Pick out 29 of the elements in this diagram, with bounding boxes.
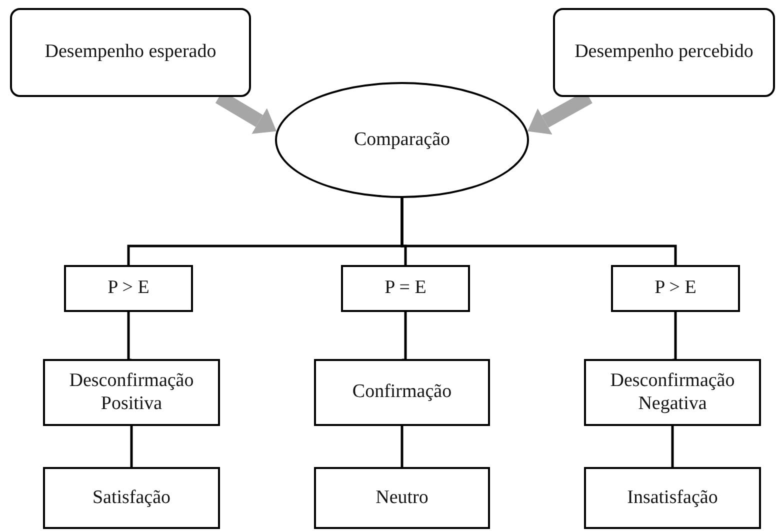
- node-label: Desconfirmação Positiva: [68, 370, 195, 416]
- process-box: [341, 265, 470, 312]
- node-label: Satisfação: [91, 486, 172, 510]
- connector-line: [127, 312, 133, 362]
- ellipse-node: [275, 82, 529, 198]
- node-label: Desempenho esperado: [44, 41, 218, 64]
- connector-line: [671, 426, 674, 467]
- process-box: [64, 265, 193, 312]
- node-label: P = E: [384, 277, 428, 300]
- process-box: [43, 467, 220, 529]
- node-label: Comparação: [352, 128, 451, 152]
- rounded-box: [10, 8, 251, 97]
- process-box: [584, 359, 761, 426]
- process-box: [43, 359, 220, 426]
- connector-line: [400, 198, 677, 265]
- connector-line: [400, 426, 404, 467]
- node-label: Insatisfação: [626, 486, 719, 510]
- node-label: Desempenho percebido: [574, 41, 754, 64]
- connector-line: [130, 426, 133, 467]
- node-label: Desconfirmação Negativa: [609, 370, 736, 416]
- rounded-box: [553, 8, 775, 97]
- node-label: Neutro: [374, 486, 430, 510]
- process-box: [314, 359, 490, 426]
- node-label: P > E: [654, 277, 698, 300]
- node-label: Confirmação: [351, 381, 453, 404]
- process-box: [611, 265, 740, 312]
- process-box: [314, 467, 490, 529]
- process-box: [584, 467, 761, 529]
- node-label: P > E: [106, 277, 150, 300]
